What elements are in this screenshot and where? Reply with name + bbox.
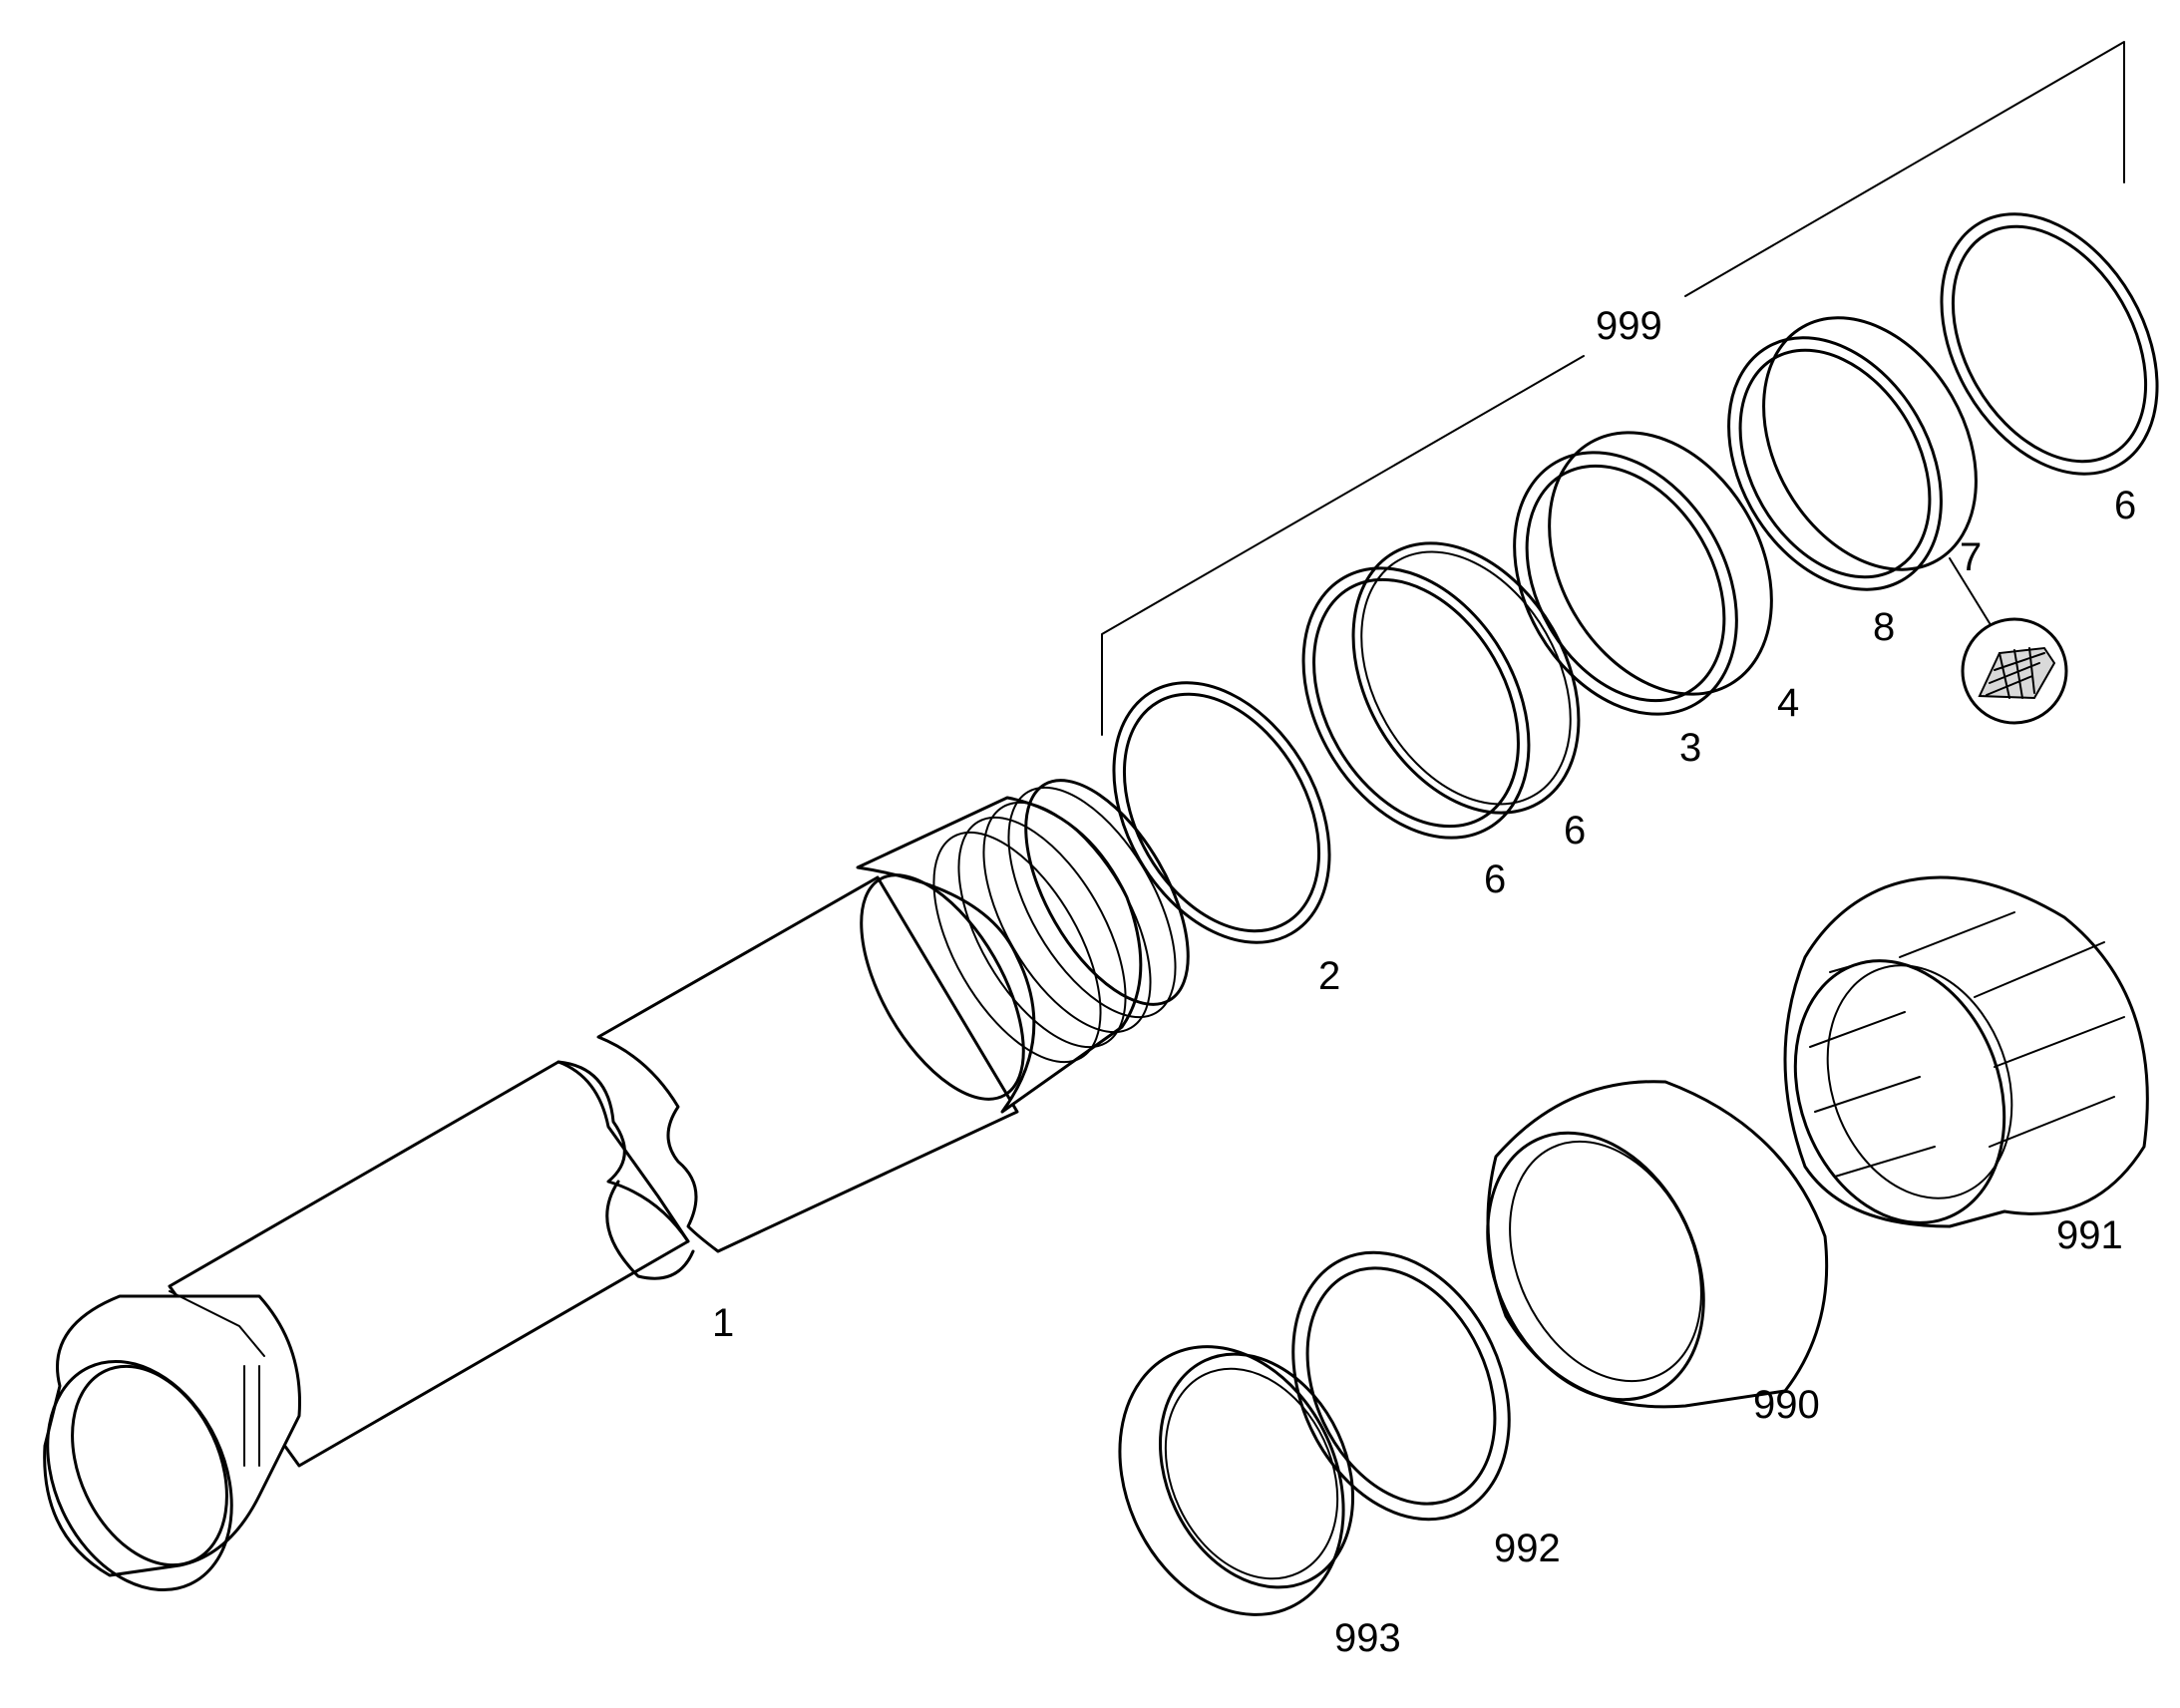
label-part-6-top: 6 <box>2114 484 2136 527</box>
label-part-990: 990 <box>1753 1383 1820 1427</box>
kit-999-bracket <box>1101 355 1585 736</box>
label-part-1: 1 <box>712 1301 734 1345</box>
label-part-992: 992 <box>1494 1527 1561 1570</box>
label-part-2: 2 <box>1318 954 1340 998</box>
label-part-8: 8 <box>1873 605 1895 649</box>
wiper-part-993 <box>1118 1345 1354 1616</box>
ring-part-2 <box>1112 681 1331 944</box>
label-part-4: 4 <box>1777 681 1799 725</box>
ring-part-3-4 <box>1513 431 1773 716</box>
label-part-993: 993 <box>1334 1616 1401 1660</box>
ring-part-6-top <box>1940 212 2159 476</box>
label-part-999: 999 <box>1596 304 1662 348</box>
slotted-sleeve-part-991 <box>1783 875 2149 1228</box>
bushing-part-990 <box>1486 1080 1829 1409</box>
label-part-3: 3 <box>1679 726 1701 770</box>
mesh-detail-icon <box>1961 617 2068 725</box>
label-part-6-right: 6 <box>1564 809 1586 853</box>
label-part-991: 991 <box>2056 1213 2123 1257</box>
ring-part-6-pair <box>1301 541 1581 840</box>
ring-part-8-7 <box>1727 316 1991 624</box>
ring-part-992 <box>1291 1250 1511 1522</box>
label-part-6-left: 6 <box>1484 857 1506 901</box>
cylinder-body <box>43 779 1190 1592</box>
kit-999-bracket-right <box>1684 41 2125 297</box>
label-part-7: 7 <box>1960 535 1982 579</box>
